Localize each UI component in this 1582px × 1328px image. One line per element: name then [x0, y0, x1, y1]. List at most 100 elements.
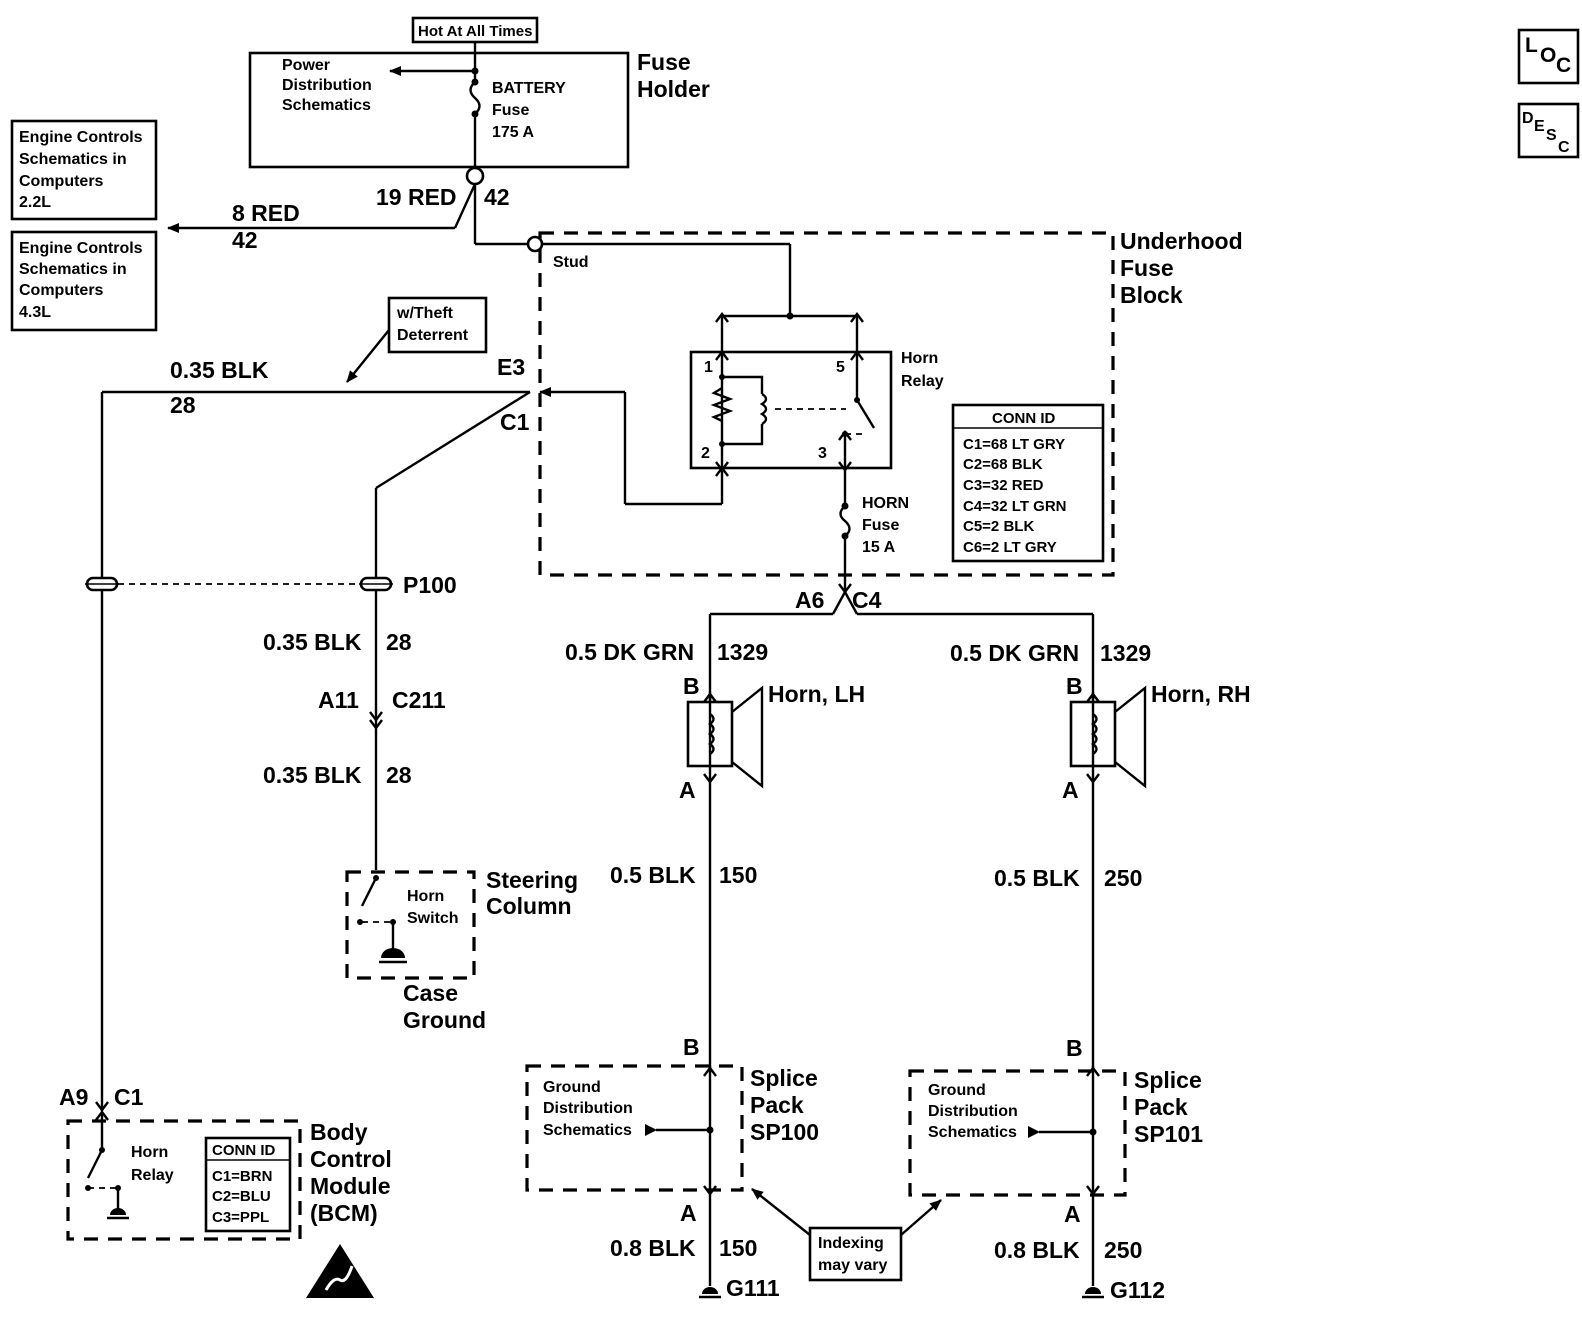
splice-pack-sp100: Ground Distribution Schematics B Splice …	[525, 1034, 819, 1226]
svg-text:Fuse: Fuse	[637, 49, 691, 75]
ground-distribution-arrow-icon	[1028, 1126, 1040, 1138]
relay-resistor-icon	[710, 386, 734, 423]
svg-text:A: A	[1062, 777, 1079, 803]
svg-text:28: 28	[386, 762, 412, 788]
svg-text:Switch: Switch	[407, 910, 459, 927]
svg-text:Ground: Ground	[928, 1082, 986, 1099]
bcm-horn-relay-switch-icon	[86, 1149, 104, 1179]
svg-text:1: 1	[704, 359, 713, 376]
svg-text:Distribution: Distribution	[928, 1103, 1018, 1120]
svg-text:Engine Controls: Engine Controls	[19, 240, 143, 257]
svg-text:0.5 DK GRN: 0.5 DK GRN	[565, 639, 694, 665]
hot-at-all-times-label: Hot At All Times	[411, 16, 539, 44]
svg-text:C2=BLU: C2=BLU	[212, 1188, 271, 1205]
svg-text:4.3L: 4.3L	[19, 304, 51, 321]
fuse-holder: Power Distribution Schematics BATTERY Fu…	[248, 42, 710, 169]
underhood-conn-id-table: CONN ID C1=68 LT GRY C2=68 BLK C3=32 RED…	[951, 403, 1105, 563]
engine-controls-4-3l-box[interactable]: Engine Controls Schematics in Computers …	[10, 230, 158, 332]
svg-text:D: D	[1522, 110, 1534, 127]
horn-lh: B A Horn, LH	[679, 673, 865, 803]
svg-text:1329: 1329	[717, 639, 768, 665]
engine-controls-2-2l-box[interactable]: Engine Controls Schematics in Computers …	[10, 119, 158, 221]
svg-text:Ground: Ground	[543, 1079, 601, 1096]
loc-button[interactable]: L O C	[1517, 28, 1580, 85]
horn-output-wires: A6 C4 0.5 DK GRN 1329 0.5 DK GRN 1329	[565, 587, 1151, 700]
indexing-may-vary-note: Indexing may vary	[751, 1188, 942, 1282]
svg-text:250: 250	[1104, 865, 1142, 891]
svg-text:G111: G111	[726, 1275, 780, 1301]
svg-text:C6=2 LT GRY: C6=2 LT GRY	[963, 539, 1057, 556]
svg-text:C1: C1	[500, 409, 530, 435]
svg-text:0.5 DK GRN: 0.5 DK GRN	[950, 640, 1079, 666]
svg-text:Pack: Pack	[750, 1092, 804, 1118]
horn-fuse: HORN Fuse 15 A	[838, 470, 909, 594]
svg-text:Ground: Ground	[403, 1007, 486, 1033]
svg-text:Case: Case	[403, 980, 458, 1006]
svg-text:C3=PPL: C3=PPL	[212, 1209, 269, 1226]
theft-deterrent-note: w/Theft Deterrent	[346, 296, 488, 383]
svg-text:Hot At All Times: Hot At All Times	[418, 23, 532, 40]
battery-feed-wires: 8 RED 42 19 RED 42	[167, 166, 528, 253]
svg-text:42: 42	[484, 184, 510, 210]
bcm-signal-wire: 0.35 BLK 28	[85, 357, 530, 1112]
horn-switch-wire: P100 0.35 BLK 28 A11 C211 0.35 BLK 28	[118, 390, 531, 870]
svg-text:Horn: Horn	[407, 888, 444, 905]
svg-text:2.2L: 2.2L	[19, 194, 51, 211]
ground-icon	[702, 1287, 718, 1294]
svg-text:3: 3	[818, 445, 827, 462]
svg-text:Horn, RH: Horn, RH	[1151, 681, 1251, 707]
relay-coil-icon	[759, 392, 768, 426]
svg-text:C1=BRN: C1=BRN	[212, 1168, 272, 1185]
battery-fuse-icon	[469, 81, 481, 115]
horn-rh: B A Horn, RH	[1062, 673, 1251, 803]
svg-text:C3=32 RED: C3=32 RED	[963, 477, 1044, 494]
svg-text:0.5 BLK: 0.5 BLK	[610, 862, 696, 888]
horn-switch-icon	[360, 877, 378, 907]
svg-text:C4: C4	[852, 587, 882, 613]
svg-text:Schematics in: Schematics in	[19, 261, 127, 278]
svg-text:Control: Control	[310, 1146, 392, 1172]
horn-fuse-icon	[839, 505, 851, 537]
svg-text:Schematics: Schematics	[928, 1124, 1017, 1141]
svg-text:Relay: Relay	[131, 1167, 174, 1184]
svg-text:Splice: Splice	[750, 1065, 818, 1091]
svg-text:28: 28	[170, 392, 196, 418]
ground-g111: 0.8 BLK 150 G111	[610, 1196, 780, 1301]
svg-text:175 A: 175 A	[492, 124, 535, 141]
svg-text:Schematics: Schematics	[543, 1122, 632, 1139]
svg-text:A11: A11	[318, 687, 359, 713]
svg-text:B: B	[683, 673, 700, 699]
svg-text:C4=32 LT GRN: C4=32 LT GRN	[963, 498, 1067, 515]
svg-text:A: A	[679, 777, 696, 803]
svg-text:Stud: Stud	[553, 254, 589, 271]
svg-text:(BCM): (BCM)	[310, 1200, 378, 1226]
svg-text:Pack: Pack	[1134, 1094, 1188, 1120]
svg-text:Horn: Horn	[901, 350, 938, 367]
svg-text:1329: 1329	[1100, 640, 1151, 666]
body-control-module: A9 C1 Horn Relay CONN ID C1=BRN C2=BLU C…	[59, 1084, 392, 1241]
svg-text:C2=68 BLK: C2=68 BLK	[963, 456, 1043, 473]
svg-text:Block: Block	[1120, 282, 1183, 308]
svg-text:2: 2	[701, 445, 710, 462]
svg-text:C211: C211	[392, 687, 446, 713]
svg-text:Power: Power	[282, 57, 330, 74]
svg-text:O: O	[1540, 44, 1556, 67]
svg-text:0.35 BLK: 0.35 BLK	[263, 762, 362, 788]
svg-text:CONN ID: CONN ID	[212, 1142, 276, 1159]
svg-text:15 A: 15 A	[862, 539, 896, 556]
bcm-ground-icon	[110, 1208, 126, 1215]
ground-g112: 0.8 BLK 250 G112	[994, 1196, 1165, 1303]
svg-text:Fuse: Fuse	[862, 517, 899, 534]
desc-button[interactable]: D E S C	[1517, 102, 1580, 159]
svg-text:A: A	[680, 1200, 697, 1226]
svg-text:Deterrent: Deterrent	[397, 327, 469, 344]
ground-icon	[1085, 1287, 1101, 1294]
svg-text:may vary: may vary	[818, 1257, 887, 1274]
svg-text:C: C	[1556, 54, 1571, 77]
svg-text:150: 150	[719, 862, 757, 888]
svg-text:BATTERY: BATTERY	[492, 80, 566, 97]
svg-text:19 RED: 19 RED	[376, 184, 457, 210]
svg-text:0.8 BLK: 0.8 BLK	[994, 1237, 1080, 1263]
horn-lh-speaker-icon	[731, 685, 764, 789]
